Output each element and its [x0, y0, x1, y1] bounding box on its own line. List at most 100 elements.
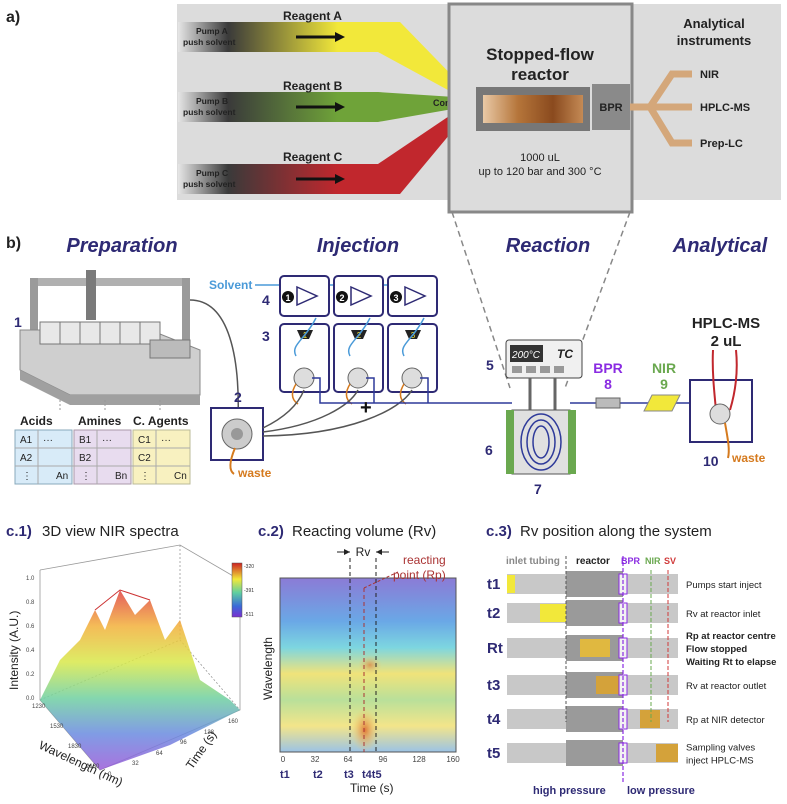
reactor-content — [483, 95, 583, 123]
cell: Bn — [115, 471, 127, 482]
component-1-label: 1 — [14, 314, 22, 330]
reagent-a-label: Reagent A — [283, 9, 342, 23]
reagents-table: Acids Amines C. Agents A1 ··· B1 ··· C1 … — [14, 400, 191, 485]
rv-label: Rv — [356, 545, 371, 559]
section-preparation: Preparation — [66, 235, 177, 257]
pump-a-name: Pump A — [196, 26, 228, 36]
component-5-label: 5 — [486, 357, 494, 373]
bpr-label: BPR — [599, 102, 622, 114]
section-injection: Injection — [317, 235, 399, 257]
cell: ⋮ — [140, 471, 150, 482]
reactor-block — [566, 706, 623, 732]
cell: A2 — [20, 453, 33, 464]
rv-slug — [507, 575, 515, 593]
reactor-coil — [506, 409, 576, 475]
hplc-title: HPLC-MS — [692, 315, 760, 332]
panel-c3-title: Rv position along the system — [520, 523, 712, 540]
pump-3: 3 — [387, 275, 438, 317]
zoom-line-right — [564, 211, 631, 389]
wavelength-tick: 1230 — [32, 704, 46, 710]
pump-b: Pump B push solvent Reagent B — [178, 79, 470, 122]
time-tick: 96 — [180, 740, 187, 746]
pump-c: Pump C push solvent Reagent C — [178, 102, 470, 194]
component-9-label: 9 — [660, 376, 668, 392]
cell: A1 — [20, 435, 33, 446]
waste-label-10: waste — [731, 451, 766, 465]
component-7-label: 7 — [534, 481, 542, 497]
row-description: inject HPLC-MS — [686, 756, 754, 767]
hplc-volume: 2 uL — [711, 333, 742, 350]
colorbar — [231, 562, 243, 618]
colorbar-tick: -391 — [244, 588, 254, 594]
arrow-a-head — [335, 32, 345, 42]
reactor-volume: 1000 uL — [520, 152, 560, 164]
cell: An — [56, 471, 68, 482]
panel-c1: c.1) 3D view NIR spectra -320 -391 -511 … — [6, 523, 254, 789]
pump-2: 2 — [333, 275, 384, 317]
panel-c2: c.2) Reacting volume (Rv) Rv reacting po… — [258, 523, 460, 795]
c2-ylabel: Wavelength — [261, 637, 275, 700]
panel-c3-label: c.3) — [486, 523, 512, 540]
waste-label-2: waste — [237, 466, 272, 480]
waste-line-10 — [724, 422, 730, 459]
time-tick: 32 — [132, 761, 139, 767]
tubing-robot-selector — [189, 299, 239, 421]
component-3-label: 3 — [262, 328, 270, 344]
panel-c2-title: Reacting volume (Rv) — [292, 523, 436, 540]
rv-slug — [596, 676, 624, 694]
header-sv: SV — [664, 556, 676, 566]
reactor-title-1: Stopped-flow — [486, 45, 594, 64]
c2-xlabel: Time (s) — [350, 781, 394, 795]
injection-valves: 1 2 3 — [279, 317, 438, 405]
cell: ⋮ — [81, 471, 91, 482]
colorbar-tick: -320 — [244, 564, 254, 570]
main-line — [312, 377, 512, 404]
reactor-conditions: up to 120 bar and 300 °C — [478, 166, 601, 178]
reactor-block — [566, 600, 623, 626]
reactor-block — [566, 740, 623, 766]
sample-lines — [262, 389, 413, 437]
cell: C1 — [138, 435, 151, 446]
valve-id: 2 — [357, 331, 362, 340]
row-time-label: Rt — [487, 640, 503, 657]
valve-id: 1 — [303, 331, 308, 340]
reagent-b-stream — [378, 92, 470, 122]
pump-id: 3 — [393, 293, 398, 303]
nir-cell — [643, 394, 681, 412]
pump-id: 1 — [285, 293, 290, 303]
c2-t-mark: t3 — [344, 769, 354, 781]
reactor-block — [566, 571, 623, 597]
row-time-label: t5 — [487, 745, 500, 762]
time-tick: 64 — [156, 751, 163, 757]
c2-t-mark: t2 — [313, 769, 323, 781]
reagent-b-label: Reagent B — [283, 79, 343, 93]
c2-t-mark: t1 — [280, 769, 290, 781]
panel-c2-label: c.2) — [258, 523, 284, 540]
rp-label-2: point (Rp) — [393, 568, 446, 582]
c2-tick: 128 — [412, 755, 426, 764]
cell: ··· — [43, 435, 53, 446]
row-description: Rv at reactor outlet — [686, 681, 767, 692]
intensity-tick: 0.0 — [26, 696, 35, 702]
nir-b-label: NIR — [652, 360, 676, 376]
pump-b-name: Pump B — [196, 96, 228, 106]
rv-slug — [580, 639, 610, 657]
output-lines — [630, 70, 692, 147]
c2-tick: 32 — [311, 755, 320, 764]
bpr-b-label: BPR — [593, 360, 623, 376]
row-description: Waiting Rt to elapse — [686, 657, 776, 668]
panel-c1-label: c.1) — [6, 523, 32, 540]
bpr-device — [595, 397, 621, 409]
c2-t-mark: t4t5 — [362, 769, 382, 781]
arrow-b-head — [335, 102, 345, 112]
cell: ··· — [102, 435, 112, 446]
panel-b-label: b) — [6, 235, 21, 252]
waste-line-2 — [229, 447, 236, 475]
instrument-nir: NIR — [700, 69, 719, 81]
colorbar-tick: -511 — [244, 612, 254, 618]
row-description: Rp at NIR detector — [686, 715, 765, 726]
